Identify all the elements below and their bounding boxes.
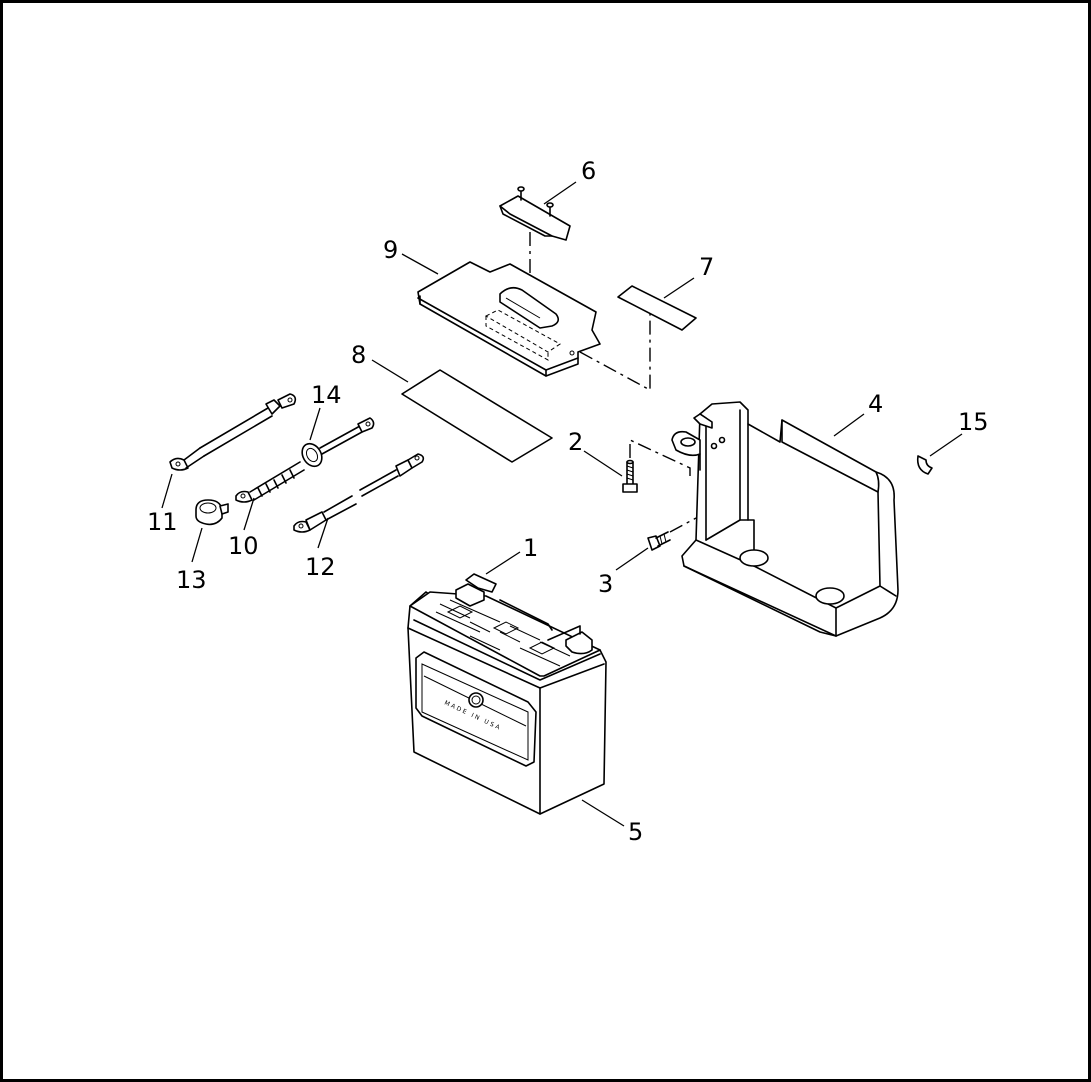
callout-1: 1 [523,534,538,562]
part-2-bolt [622,459,638,493]
callout-10: 10 [228,532,259,560]
part-9-cover [417,261,601,377]
exploded-parts-diagram: MADE IN USA 1 2 3 4 5 6 7 8 9 10 [147,157,989,846]
callout-14: 14 [311,381,342,409]
dash-2-to-4 [629,438,691,476]
callout-7: 7 [699,253,714,281]
part-11-cable [169,393,297,471]
callout-5: 5 [628,818,643,846]
part-3-screw [647,531,671,551]
part-8-pad [401,369,553,463]
part-5-battery: MADE IN USA [407,573,607,815]
callout-2: 2 [568,428,583,456]
part-15-clip [916,455,933,475]
callout-9: 9 [383,236,398,264]
part-4-tray [671,401,899,637]
dash-3-to-4 [669,517,697,533]
part-7-strip [617,285,697,331]
part-13-boot [195,499,229,526]
callout-11: 11 [147,508,178,536]
leader-lines [161,181,963,827]
callout-3: 3 [598,570,613,598]
callout-4: 4 [868,390,883,418]
callout-12: 12 [305,553,336,581]
part-10-14-cable [235,417,375,503]
callout-6: 6 [581,157,596,185]
callouts: 1 2 3 4 5 6 7 8 9 10 11 12 13 14 15 [147,157,989,846]
callout-8: 8 [351,341,366,369]
part-6-clamp [499,186,571,241]
callout-13: 13 [176,566,207,594]
part-12-cable [293,453,425,533]
callout-15: 15 [958,408,989,436]
